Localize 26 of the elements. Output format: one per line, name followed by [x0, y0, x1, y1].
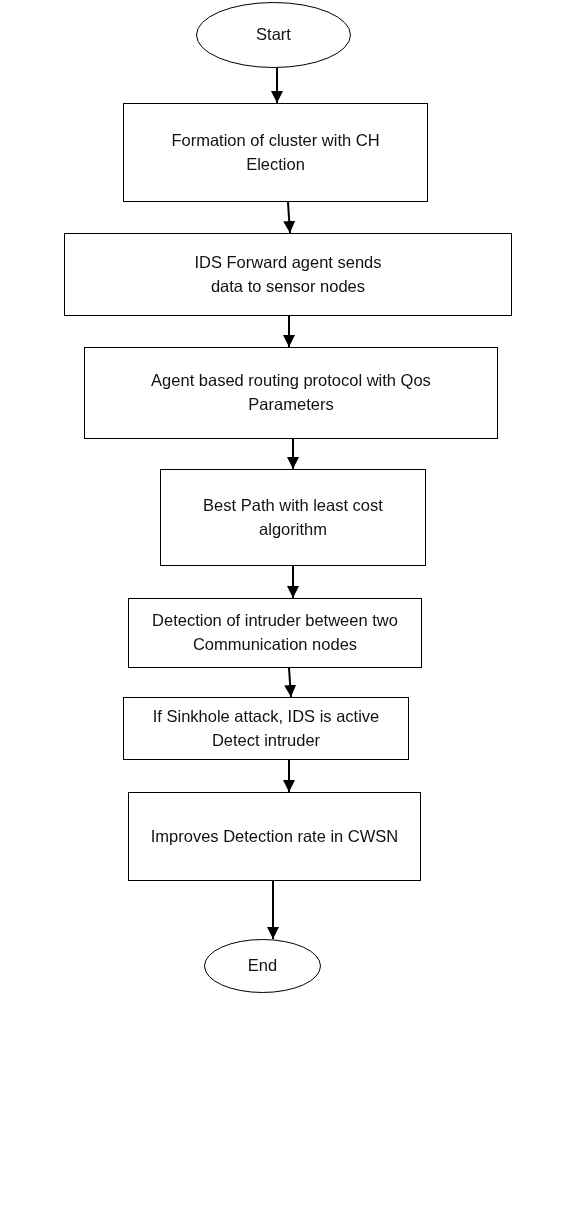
arrow: [271, 67, 283, 104]
process-box: [128, 792, 421, 881]
node-label: Formation of cluster with CH Election: [170, 129, 381, 175]
process-box: [64, 233, 512, 316]
arrow: [287, 438, 299, 470]
process-box: [128, 598, 422, 668]
node-label: Detection of intruder between two Communication nodes: [151, 610, 399, 655]
terminal-ellipse: [196, 2, 351, 68]
process-box: [84, 347, 498, 439]
node-label: If Sinkhole attack, IDS is active Detect intruder: [151, 705, 381, 751]
arrow: [287, 565, 299, 599]
arrow: [283, 201, 296, 234]
process-box: [123, 697, 409, 760]
node-label: Improves Detection rate in CWSN: [150, 825, 399, 847]
process-box: [160, 469, 426, 566]
process-box: [123, 103, 428, 202]
arrow: [283, 759, 295, 793]
arrow: [284, 667, 297, 698]
node-label: Agent based routing protocol with Qos Parameters: [150, 370, 432, 415]
node-label: Best Path with least cost algorithm: [202, 494, 384, 540]
arrow: [283, 315, 295, 348]
terminal-ellipse: [204, 939, 321, 993]
node-label: Start: [256, 24, 291, 46]
node-label: End: [247, 955, 278, 977]
arrow: [267, 880, 279, 940]
node-label: IDS Forward agent sends data to sensor nodes: [193, 251, 383, 297]
